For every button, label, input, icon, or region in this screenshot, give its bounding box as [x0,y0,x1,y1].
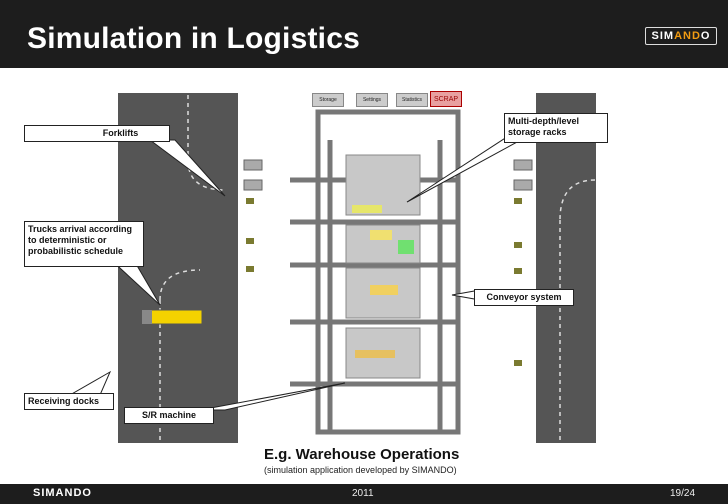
footer-logo: SIMANDO [33,487,92,499]
storage-button[interactable]: Storage [312,93,344,107]
callout-conveyor: Conveyor system [474,289,574,306]
footer-year: 2011 [352,488,374,499]
statistics-button[interactable]: Statistics [396,93,428,107]
slide-title: Simulation in Logistics [27,22,360,55]
dock-bays [243,159,533,191]
right-lane-markings [559,179,596,440]
callout-storage-racks: Multi-depth/level storage racks [504,113,608,143]
slide-footer: SIMANDO 2011 19/24 [0,484,728,504]
forklifts [246,198,522,366]
settings-button[interactable]: Settings [356,93,388,107]
callout-receiving-text: Receiving docks [28,396,100,406]
callout-sr-text: S/R machine [141,410,197,420]
truck-cab [142,310,152,324]
callout-pointers [68,134,531,411]
conveyor-system [290,109,461,435]
callout-forklifts: Forklifts [24,125,170,142]
logo-part-3: O [700,30,711,42]
caption-title: E.g. Warehouse Operations [264,446,460,463]
logo-part-2: AND [674,30,701,42]
logo-part-1: SIM [651,30,675,42]
callout-trucks-text: Trucks arrival according to deterministi… [28,224,133,256]
callout-receiving-docks: Receiving docks [24,393,114,410]
callout-sr-machine: S/R machine [124,407,214,424]
scrap-area: SCRAP [430,91,462,107]
caption-subtitle: (simulation application developed by SIM… [264,465,457,475]
page-number: 19/24 [670,488,696,499]
callout-conveyor-text: Conveyor system [486,292,562,302]
callout-racks-text: Multi-depth/level storage racks [508,116,580,137]
storage-racks [345,154,421,379]
callout-forklifts-text: Forklifts [102,128,139,138]
callout-trucks: Trucks arrival according to deterministi… [24,221,144,267]
right-road [536,93,596,443]
